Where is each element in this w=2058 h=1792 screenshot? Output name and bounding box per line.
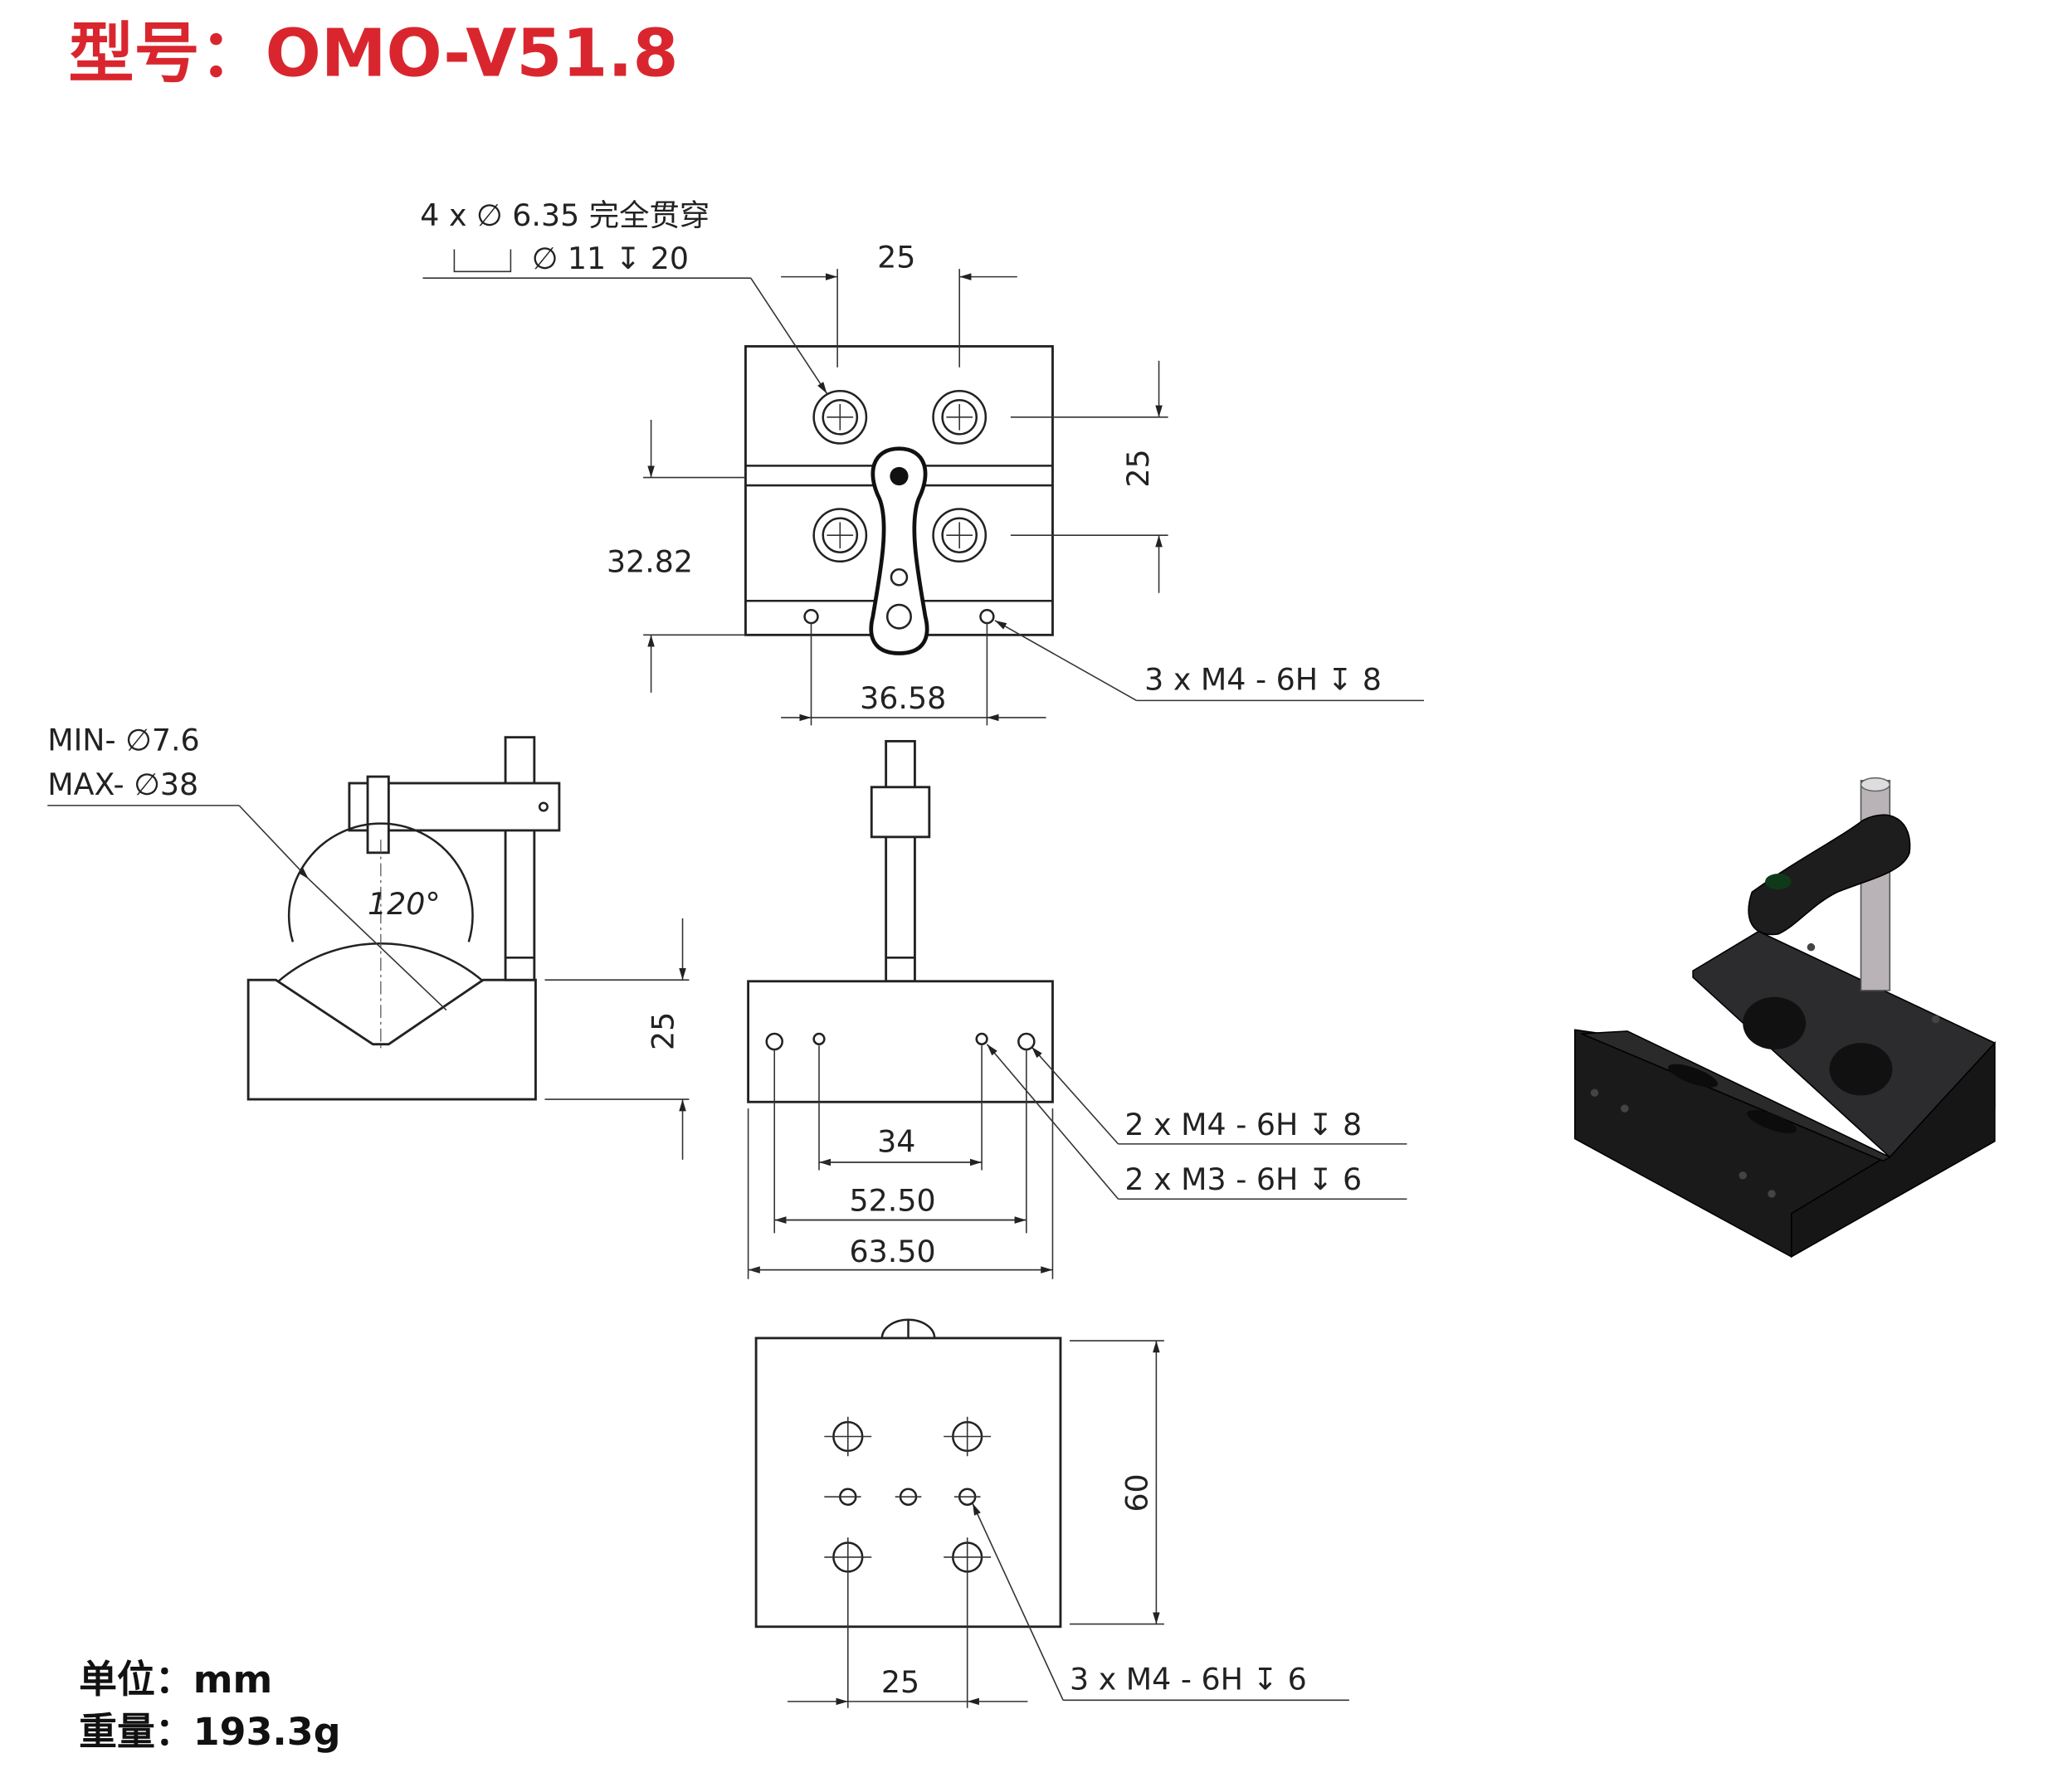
dim-hole-spacing-x: 25: [877, 240, 915, 275]
dim-side-height: 25: [645, 1012, 680, 1050]
unit-label: 单位：mm: [79, 1657, 272, 1702]
callout-m4-8: 2 x M4 - 6H ↧ 8: [1124, 1107, 1362, 1142]
dim-hole-spacing-y: 25: [1120, 449, 1156, 487]
dim-34: 34: [877, 1123, 915, 1159]
dim-height-32-82: 32.82: [607, 543, 693, 579]
callout-tapped-m4-8: 3 x M4 - 6H ↧ 8: [1144, 662, 1382, 698]
isometric-render: [1574, 777, 1997, 1259]
v-angle-label: 120°: [368, 886, 441, 922]
callout-m3-6: 2 x M3 - 6H ↧ 6: [1124, 1161, 1362, 1197]
weight-label: 重量：193.3g: [79, 1709, 340, 1754]
clamp-arm: [869, 446, 929, 655]
dim-63-50: 63.50: [850, 1234, 936, 1269]
dim-36-58: 36.58: [860, 680, 946, 716]
max-diameter-label: MAX- ∅38: [47, 767, 198, 802]
callout-counterbore: ∅ 11 ↧ 20: [532, 241, 689, 276]
callout-through-holes: 4 x ∅ 6.35 完全贯穿: [420, 197, 710, 233]
callout-m4-6: 3 x M4 - 6H ↧ 6: [1070, 1662, 1307, 1697]
bottom-view: 60 25 3 x M4 - 6H ↧ 6: [754, 1318, 1349, 1708]
front-view: 34 52.50 63.50 2 x M4 - 6H ↧ 8 2 x M3 - …: [747, 739, 1407, 1279]
dim-bottom-25: 25: [881, 1664, 919, 1700]
min-diameter-label: MIN- ∅7.6: [47, 722, 199, 757]
counterbore-holes: [812, 389, 988, 563]
side-view: 120° MIN- ∅7.6 MAX- ∅38 25: [47, 722, 690, 1160]
model-title: 型号：OMO-V51.8: [69, 16, 679, 92]
dim-52-50: 52.50: [850, 1183, 936, 1219]
top-view: 25 25 32.82 36.58 4 x ∅ 6.35 完全贯穿 ∅ 11 ↧…: [420, 197, 1424, 726]
dim-60: 60: [1119, 1473, 1154, 1512]
